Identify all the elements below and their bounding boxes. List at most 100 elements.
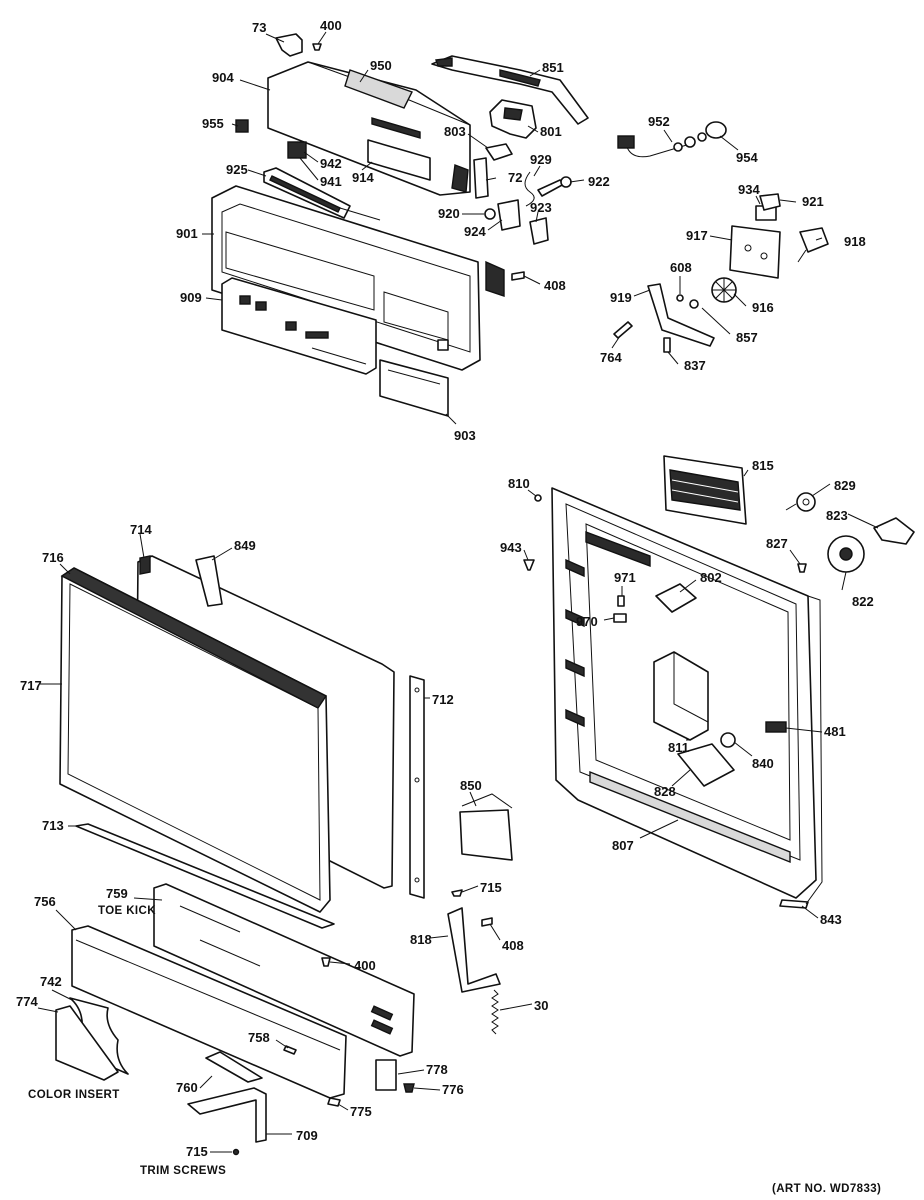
label-952: 952: [648, 114, 670, 129]
label-815: 815: [752, 458, 774, 473]
part-818-bracket: [447, 907, 501, 993]
label-918: 918: [844, 234, 866, 249]
part-970: [613, 613, 627, 623]
label-840: 840: [752, 756, 774, 771]
caption-trim-screws: TRIM SCREWS: [140, 1165, 226, 1177]
label-810: 810: [508, 476, 530, 491]
part-759-toe-kick: [153, 883, 415, 1057]
label-759: 759: [106, 886, 128, 901]
part-758-screw: [283, 1045, 297, 1055]
label-925: 925: [226, 162, 248, 177]
part-840: [720, 732, 736, 748]
part-802-latch: [655, 583, 697, 613]
part-922-screw: [537, 179, 565, 197]
label-760: 760: [176, 1080, 198, 1095]
outer-door-panel-assembly: [55, 555, 513, 1156]
part-921: [759, 193, 781, 211]
label-843: 843: [820, 912, 842, 927]
label-829: 829: [834, 478, 856, 493]
part-828: [677, 743, 735, 787]
part-903-panel: [379, 359, 449, 417]
part-837: [663, 337, 671, 353]
inner-door-assembly: [523, 455, 915, 909]
label-72: 72: [508, 170, 522, 185]
label-924: 924: [464, 224, 486, 239]
label-921: 921: [802, 194, 824, 209]
label-970: 970: [576, 614, 598, 629]
part-822-gear: [827, 535, 865, 573]
label-778: 778: [426, 1062, 448, 1077]
part-608: [676, 294, 684, 302]
label-408: 408: [544, 278, 566, 293]
label-942: 942: [320, 156, 342, 171]
caption-toe-kick: TOE KICK: [98, 905, 156, 917]
part-713-bottom-trim: [75, 823, 335, 929]
label-916: 916: [752, 300, 774, 315]
label-715: 715: [480, 880, 502, 895]
part-760-bracket: [205, 1051, 263, 1083]
part-400b-screw: [321, 957, 331, 967]
leader-lines: [37, 31, 879, 1153]
label-901: 901: [176, 226, 198, 241]
art-number: (ART NO. WD7833): [772, 1183, 881, 1195]
label-400: 400: [320, 18, 342, 33]
label-807: 807: [612, 838, 634, 853]
part-715b-screw: [232, 1148, 240, 1156]
part-901-control-panel: [211, 185, 481, 371]
part-776-screw: [403, 1083, 415, 1093]
caption-color-insert: COLOR INSERT: [28, 1089, 120, 1101]
label-920: 920: [438, 206, 460, 221]
label-971: 971: [614, 570, 636, 585]
label-851: 851: [542, 60, 564, 75]
part-400-screw: [312, 43, 322, 51]
part-849-bracket: [195, 555, 223, 607]
part-778: [375, 1059, 397, 1091]
label-712: 712: [432, 692, 454, 707]
label-923: 923: [530, 200, 552, 215]
label-823: 823: [826, 508, 848, 523]
part-829-knob: [785, 492, 816, 512]
timer-motor-parts: [613, 121, 829, 353]
label-774: 774: [16, 994, 38, 1009]
label-408b: 408: [502, 938, 524, 953]
part-408b-screw: [481, 917, 493, 927]
label-941: 941: [320, 174, 342, 189]
label-914: 914: [352, 170, 374, 185]
part-774-color-insert: [55, 1005, 119, 1081]
label-929: 929: [530, 152, 552, 167]
part-857: [689, 299, 699, 309]
part-810-screw: [534, 494, 542, 502]
part-918-motor: [799, 227, 829, 253]
part-916-fan: [711, 277, 737, 303]
part-764: [613, 321, 633, 339]
part-742-color-insert: [69, 997, 129, 1075]
part-73-bracket: [275, 33, 303, 57]
part-827-screw: [797, 563, 807, 573]
label-716: 716: [42, 550, 64, 565]
part-72: [473, 157, 489, 199]
label-714: 714: [130, 522, 152, 537]
label-717: 717: [20, 678, 42, 693]
part-715-screw: [451, 889, 463, 897]
label-803: 803: [444, 124, 466, 139]
label-909: 909: [180, 290, 202, 305]
label-758: 758: [248, 1030, 270, 1045]
part-712-side-trim: [409, 675, 425, 899]
part-942-switch: [287, 141, 307, 159]
label-608: 608: [670, 260, 692, 275]
label-954: 954: [736, 150, 758, 165]
label-764: 764: [600, 350, 622, 365]
label-713: 713: [42, 818, 64, 833]
part-803: [485, 143, 513, 161]
label-818: 818: [410, 932, 432, 947]
label-776: 776: [442, 1082, 464, 1097]
part-823-handle: [873, 517, 915, 545]
part-955-clip: [235, 119, 249, 133]
part-408-screw: [511, 271, 525, 281]
label-919: 919: [610, 290, 632, 305]
part-30-spring: [491, 989, 499, 1035]
part-851-arm: [431, 55, 589, 125]
label-922: 922: [588, 174, 610, 189]
